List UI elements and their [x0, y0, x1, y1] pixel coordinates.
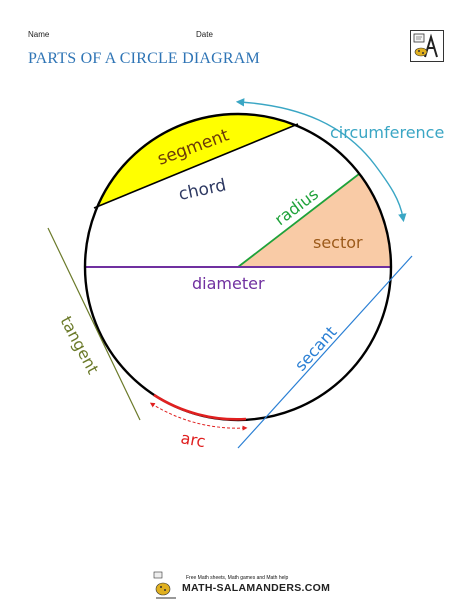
- page-title: PARTS OF A CIRCLE DIAGRAM: [28, 50, 260, 67]
- sector-label: sector: [313, 233, 363, 252]
- arc-arrow: [149, 402, 248, 431]
- salamander-logo-icon: [410, 30, 444, 62]
- circumference-arrow: [235, 98, 407, 223]
- circumference-label: circumference: [330, 123, 444, 142]
- secant-line: [237, 255, 413, 449]
- segment-region: [85, 114, 298, 230]
- name-label: Name: [28, 30, 50, 39]
- tangent-line: [47, 227, 141, 421]
- footer-brand: MATH-SALAMANDERS.COM: [182, 582, 331, 594]
- arc-label: arc: [179, 428, 207, 451]
- date-label: Date: [196, 30, 213, 39]
- footer: Free Math sheets, Math games and Math he…: [152, 570, 342, 600]
- salamander-footer-icon: [153, 571, 176, 599]
- diameter-label: diameter: [192, 274, 265, 293]
- chord-label: chord: [177, 175, 228, 205]
- arc-highlight: [153, 393, 247, 421]
- secant-label: secant: [291, 322, 341, 374]
- footer-tagline: Free Math sheets, Math games and Math he…: [186, 575, 289, 581]
